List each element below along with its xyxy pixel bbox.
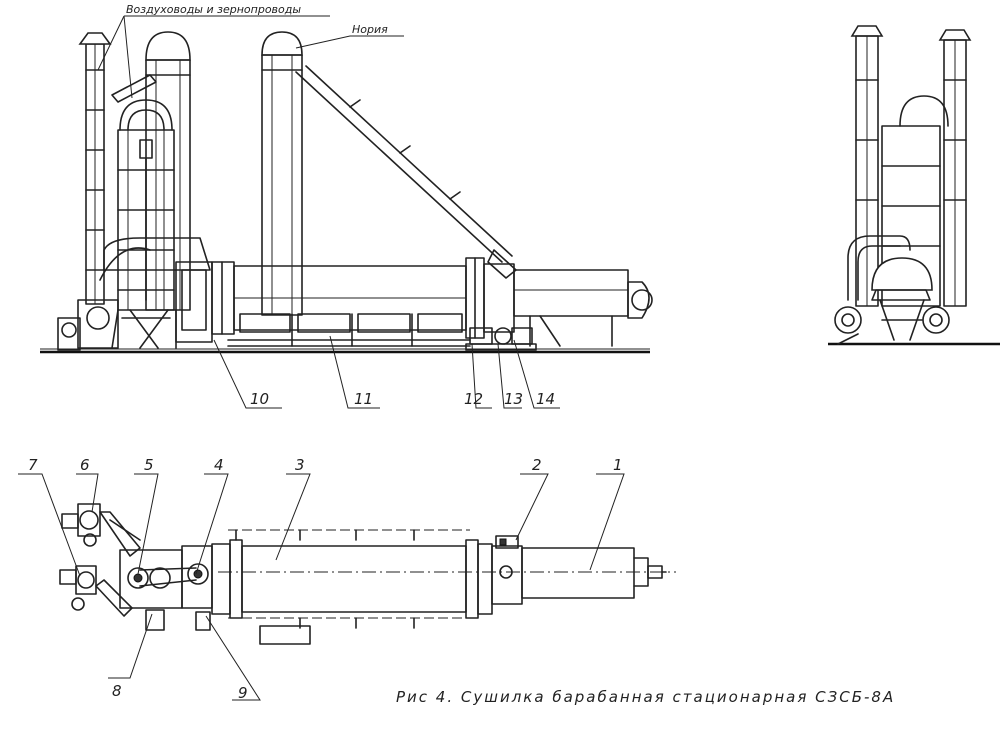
drying-drum-side [211, 257, 515, 339]
label-elevator: Нория [352, 23, 388, 36]
figure-caption: Рис 4. Сушилка барабанная стационарная С… [396, 688, 895, 706]
callout-11: 11 [354, 390, 373, 408]
drying-drum-plan [211, 529, 493, 629]
end-elevation-view [828, 25, 1000, 346]
callout-9: 9 [238, 684, 248, 702]
label-air-ducts: Воздуховоды и зернопроводы [126, 3, 301, 16]
callout-5: 5 [144, 456, 154, 474]
drive-motor [465, 327, 537, 351]
callout-1: 1 [613, 456, 623, 474]
bucket-elevator [261, 31, 517, 316]
fan-motor-left [57, 247, 151, 351]
plan-view: 1 2 3 4 5 6 7 8 9 [18, 456, 676, 702]
fan-assembly-plan [59, 503, 141, 617]
exhaust-stack-left [78, 32, 112, 305]
drum-support-frame [227, 313, 471, 347]
callout-7: 7 [28, 456, 38, 474]
plan-callout-leaders [18, 473, 625, 701]
furnace-plan [119, 545, 311, 645]
side-elevation-view: Воздуховоды и зернопроводы Нория 10 11 1… [40, 3, 653, 409]
callout-12: 12 [464, 390, 483, 408]
callout-3: 3 [295, 456, 305, 474]
callout-14: 14 [536, 390, 555, 408]
callout-8: 8 [112, 682, 122, 700]
callout-4: 4 [214, 456, 224, 474]
side-callout-leaders [97, 15, 560, 409]
cooler-section [513, 269, 653, 347]
callout-6: 6 [80, 456, 90, 474]
callout-2: 2 [532, 456, 542, 474]
callout-13: 13 [504, 390, 523, 408]
grain-silo-left [111, 31, 191, 311]
callout-10: 10 [250, 390, 269, 408]
cooler-plan [491, 535, 667, 605]
